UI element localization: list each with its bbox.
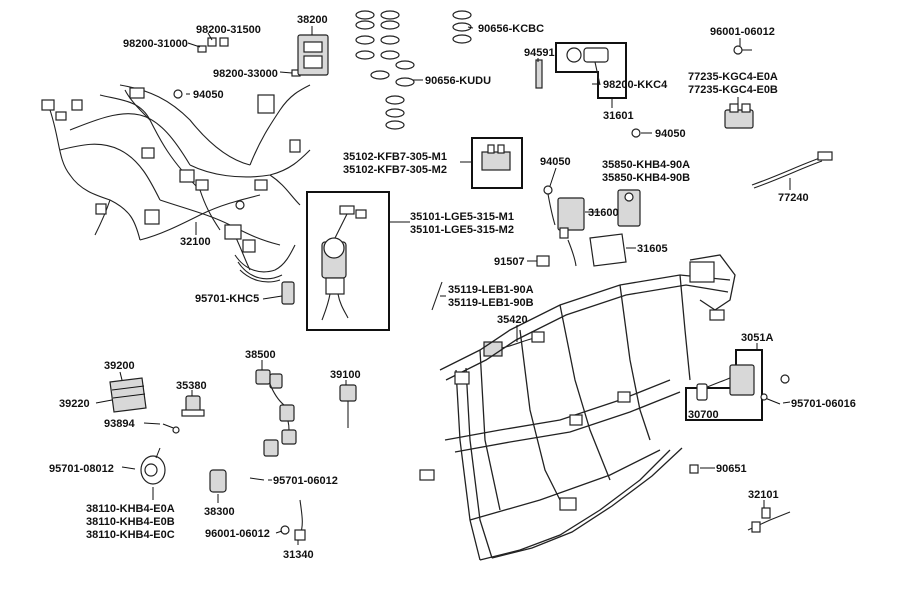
label-31600: 31600	[588, 207, 619, 219]
label-77240: 77240	[778, 192, 809, 204]
label-98200-31500: 98200-31500	[196, 24, 261, 36]
label-90656-kcbc: 90656-KCBC	[478, 23, 544, 35]
ignition-coil-top-drawing	[617, 189, 641, 227]
fuse-38300-drawing	[209, 469, 227, 493]
harness-35420-drawing	[483, 331, 545, 357]
label-98200-kkc4: 98200-KKC4	[603, 79, 668, 91]
ignition-coil-drawing	[685, 349, 763, 421]
leader-lines	[95, 26, 791, 545]
clip-91507-drawing	[536, 239, 577, 267]
label-35102-m1: 35102-KFB7-305-M1	[343, 151, 447, 163]
label-31340: 31340	[283, 549, 314, 561]
sensor-32101-drawing	[747, 507, 791, 533]
bolt-95701-06016-drawing	[760, 374, 790, 405]
label-35420: 35420	[497, 314, 528, 326]
ignition-switch-drawing	[306, 191, 390, 331]
fuse-box-drawing	[297, 34, 329, 76]
horn-drawing	[140, 447, 166, 485]
label-38110-khb4-e0c: 38110-KHB4-E0C	[86, 529, 175, 541]
label-35101-m1: 35101-LGE5-315-M1	[410, 211, 514, 223]
label-35101-m2: 35101-LGE5-315-M2	[410, 224, 514, 236]
regulator-39200-drawing	[109, 377, 147, 413]
label-38300: 38300	[204, 506, 235, 518]
bracket-plate-drawing	[589, 233, 627, 267]
label-39220: 39220	[59, 398, 90, 410]
seat-cable-drawing	[751, 151, 833, 189]
label-94591: 94591	[524, 47, 555, 59]
label-3051a: 3051A	[741, 332, 773, 344]
label-39100: 39100	[330, 369, 361, 381]
relay-box-drawing	[471, 137, 523, 189]
label-95701-06012: 95701-06012	[273, 475, 338, 487]
ecu-drawing	[557, 197, 585, 239]
label-77235-kgc4-e0b: 77235-KGC4-E0B	[688, 84, 778, 96]
label-32101: 32101	[748, 489, 779, 501]
label-90656-kudu: 90656-KUDU	[425, 75, 491, 87]
fuse-clips-drawing	[355, 10, 472, 130]
sensor-94050-drawing	[543, 128, 641, 226]
label-32100: 32100	[180, 236, 211, 248]
scooter-frame-drawing	[419, 254, 736, 561]
label-39200: 39200	[104, 360, 135, 372]
key-switch-drawing	[535, 42, 627, 99]
label-38200: 38200	[297, 14, 328, 26]
label-96001-06012-b: 96001-06012	[205, 528, 270, 540]
flasher-35380-drawing	[181, 395, 205, 417]
label-35119-leb1-90b: 35119-LEB1-90B	[448, 297, 534, 309]
label-96001-06012-a: 96001-06012	[710, 26, 775, 38]
bolt-top-right-drawing	[733, 45, 752, 55]
label-38500: 38500	[245, 349, 276, 361]
label-93894: 93894	[104, 418, 135, 430]
label-31601: 31601	[603, 110, 634, 122]
relay-39100-drawing	[339, 384, 357, 428]
bolt-95701-06012-drawing	[249, 477, 265, 481]
label-95701-khc5: 95701-KHC5	[195, 293, 259, 305]
label-35102-m2: 35102-KFB7-305-M2	[343, 164, 447, 176]
wire-35119-drawing	[431, 281, 443, 311]
switches-38500-drawing	[255, 369, 297, 457]
label-91507: 91507	[494, 256, 525, 268]
label-38110-khb4-e0b: 38110-KHB4-E0B	[86, 516, 175, 528]
label-35850-khb4-90b: 35850-KHB4-90B	[602, 172, 690, 184]
label-35119-leb1-90a: 35119-LEB1-90A	[448, 284, 534, 296]
label-95701-06016: 95701-06016	[791, 398, 856, 410]
clip-90651-drawing	[689, 464, 699, 474]
connector-cable-drawing	[239, 269, 295, 305]
sensor-31340-drawing	[280, 499, 306, 541]
label-35380: 35380	[176, 380, 207, 392]
label-38110-khb4-e0a: 38110-KHB4-E0A	[86, 503, 175, 515]
label-98200-33000: 98200-33000	[213, 68, 278, 80]
label-31605: 31605	[637, 243, 668, 255]
label-77235-kgc4-e0a: 77235-KGC4-E0A	[688, 71, 778, 83]
screw-93894-drawing	[162, 423, 180, 434]
label-94050-a: 94050	[193, 89, 224, 101]
label-35850-khb4-90a: 35850-KHB4-90A	[602, 159, 690, 171]
part-number-labels: 98200-31500 98200-31000 38200 98200-3300…	[49, 14, 856, 561]
label-94050-b: 94050	[655, 128, 686, 140]
label-98200-31000: 98200-31000	[123, 38, 188, 50]
label-94050-c: 94050	[540, 156, 571, 168]
label-95701-08012: 95701-08012	[49, 463, 114, 475]
label-90651: 90651	[716, 463, 747, 475]
seat-lock-drawing	[724, 103, 754, 129]
wire-harness-drawing	[41, 84, 311, 280]
label-30700: 30700	[688, 409, 719, 421]
bolt-95701-08012-drawing	[121, 466, 136, 470]
